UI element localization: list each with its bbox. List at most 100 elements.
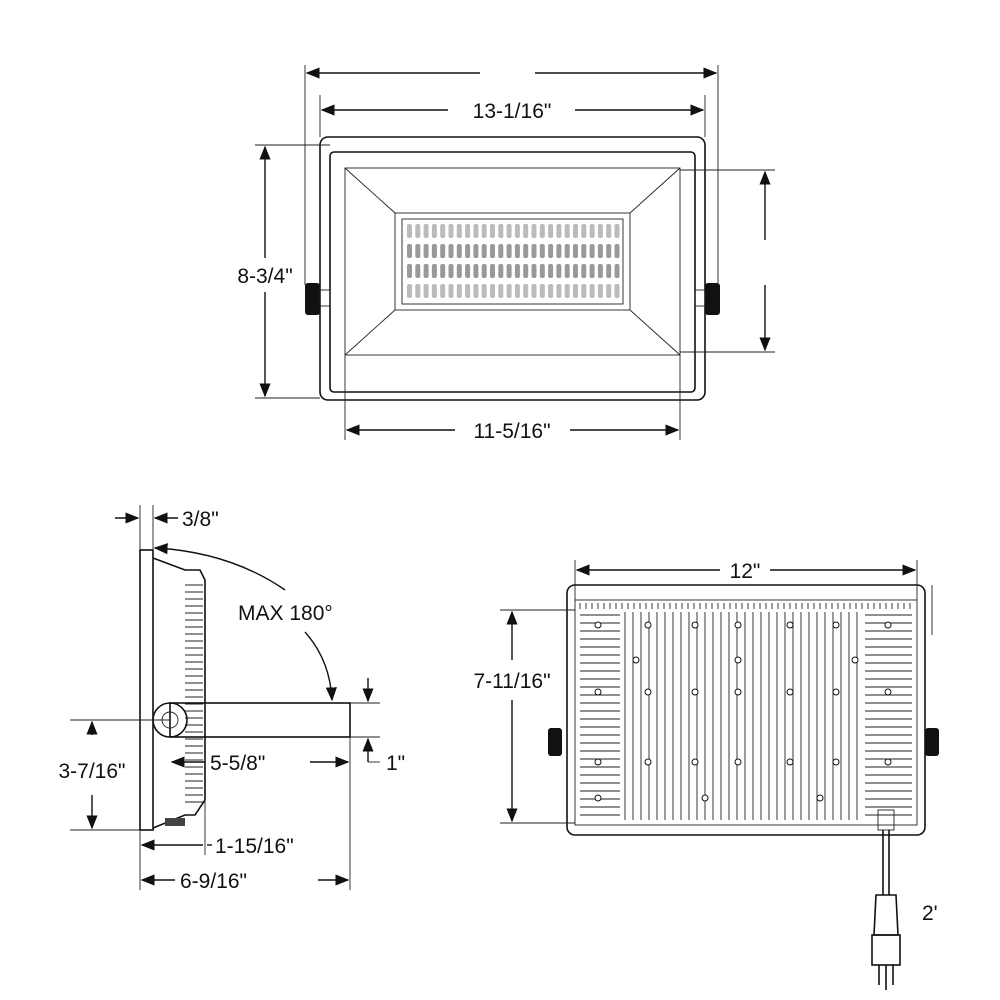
left-knob-icon (548, 728, 562, 756)
led (423, 244, 429, 258)
led (573, 284, 578, 298)
led (440, 264, 446, 278)
led (614, 224, 620, 238)
led (465, 284, 471, 298)
led (514, 224, 520, 238)
screw-hole (832, 621, 840, 629)
led (514, 264, 520, 278)
led (423, 284, 429, 298)
overall-width-label: 13-1/16" (473, 100, 552, 123)
back-width-label: 12" (730, 560, 761, 583)
led (456, 284, 462, 298)
led (597, 284, 603, 298)
led (589, 244, 595, 258)
led (531, 224, 537, 238)
screw-hole (734, 688, 742, 696)
led (448, 224, 454, 238)
led (415, 264, 421, 278)
body-depth-label: 1-15/16" (215, 835, 294, 858)
led (589, 284, 595, 298)
led (606, 284, 612, 298)
led (506, 264, 512, 278)
screw-hole (594, 621, 602, 629)
led (473, 224, 479, 238)
screw-hole (594, 758, 602, 766)
screw-hole (884, 758, 892, 766)
screw-hole (594, 794, 602, 802)
right-knob-icon (694, 283, 720, 315)
led (456, 264, 462, 278)
led (440, 244, 446, 258)
screw-hole (832, 758, 840, 766)
pivot-height-label: 3-7/16" (59, 760, 126, 783)
screw-hole (786, 621, 794, 629)
led (614, 284, 620, 298)
led (539, 224, 545, 238)
led (531, 264, 537, 278)
led (581, 244, 587, 258)
led (448, 244, 454, 258)
led (456, 224, 462, 238)
led (606, 244, 612, 258)
led (473, 284, 479, 298)
screw-hole (691, 688, 699, 696)
led (431, 284, 437, 298)
led (514, 284, 520, 298)
led (448, 264, 454, 278)
led (448, 284, 454, 298)
arm-thickness-label: 1" (386, 752, 405, 775)
screw-hole (734, 621, 742, 629)
led (465, 264, 471, 278)
led (498, 244, 504, 258)
led (506, 244, 512, 258)
led (465, 244, 471, 258)
led (415, 224, 421, 238)
led (548, 244, 554, 258)
led (481, 224, 487, 238)
led (407, 264, 412, 278)
led (490, 284, 495, 298)
led (614, 244, 620, 258)
total-depth-label: 6-9/16" (180, 870, 247, 893)
screw-hole (832, 688, 840, 696)
screw-hole (644, 758, 652, 766)
screw-hole (691, 758, 699, 766)
led (523, 264, 529, 278)
led (564, 244, 570, 258)
front-depth-label: 3/8" (182, 508, 219, 531)
led (548, 224, 554, 238)
led (498, 284, 504, 298)
led (481, 244, 487, 258)
led (581, 264, 587, 278)
led (539, 264, 545, 278)
led (581, 284, 587, 298)
led (523, 244, 529, 258)
cord-length-label: 2' (922, 902, 938, 925)
led (539, 244, 545, 258)
led (423, 224, 429, 238)
led (589, 224, 595, 238)
screw-hole (816, 794, 824, 802)
led (539, 284, 545, 298)
back-view: 2' 12" 7-11/16" (473, 560, 939, 990)
screw-hole (632, 656, 640, 664)
screw-hole (594, 688, 602, 696)
led (573, 244, 578, 258)
led (431, 244, 437, 258)
side-view: 3/8" MAX 180° 1" 5-5/8" 3-7/16" 1-15/16"… (59, 505, 405, 893)
led (407, 284, 412, 298)
led (523, 284, 529, 298)
led (415, 284, 421, 298)
led (573, 264, 578, 278)
led (564, 284, 570, 298)
led (556, 244, 562, 258)
led (581, 224, 587, 238)
led (473, 244, 479, 258)
led (548, 284, 554, 298)
screw-hole (644, 688, 652, 696)
led (465, 224, 471, 238)
rotation-label: MAX 180° (238, 602, 333, 625)
led (589, 264, 595, 278)
led (573, 224, 578, 238)
led (523, 224, 529, 238)
